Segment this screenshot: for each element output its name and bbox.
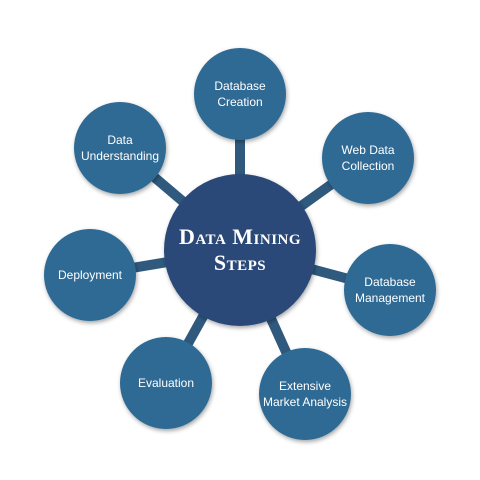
step-web-data-collection-circle: [322, 112, 414, 204]
step-deployment-circle: [44, 229, 136, 321]
center-hub-circle: [164, 174, 316, 326]
step-evaluation-circle: [120, 337, 212, 429]
step-data-understanding-circle: [74, 102, 166, 194]
step-extensive-market-analysis-circle: [259, 348, 351, 440]
center-title: Data Mining Steps: [178, 224, 302, 275]
step-database-management-circle: [344, 244, 436, 336]
step-database-creation-circle: [194, 48, 286, 140]
